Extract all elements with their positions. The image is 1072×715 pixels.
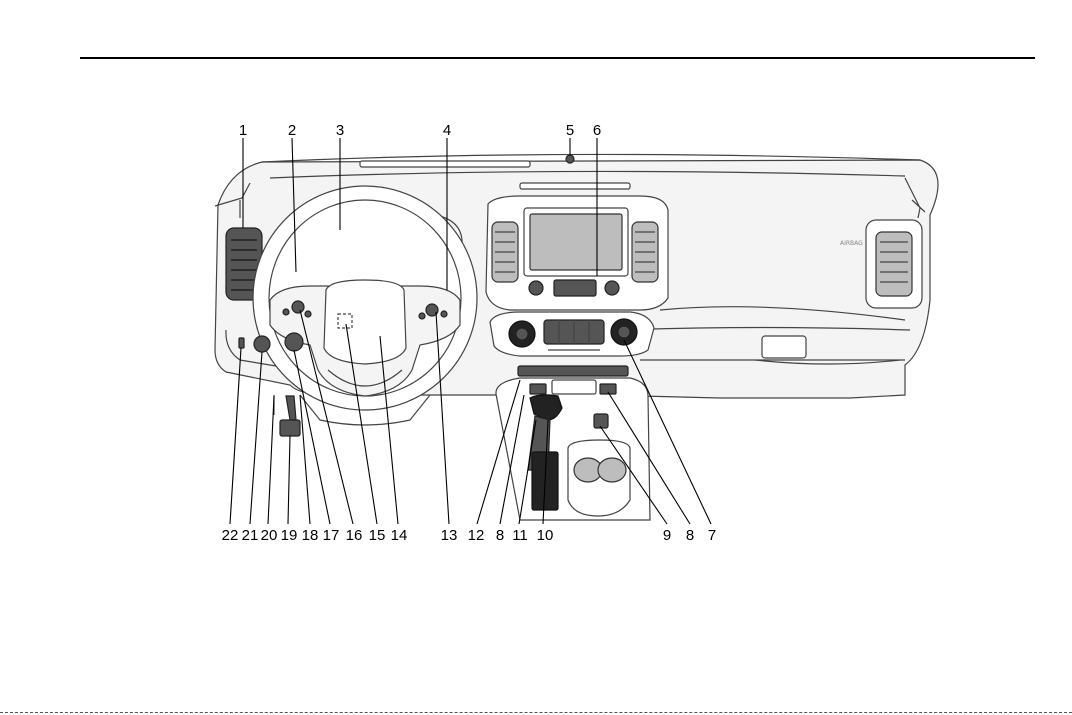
callout-8-left: 8 (496, 527, 504, 544)
callouts-top: 1 2 3 4 5 6 (239, 122, 601, 139)
center-console (496, 366, 650, 520)
callout-8-right: 8 (686, 527, 694, 544)
footer-rule (0, 712, 1072, 713)
callout-21: 21 (242, 527, 259, 544)
callout-7: 7 (708, 527, 716, 544)
callout-5: 5 (566, 122, 574, 139)
callout-16: 16 (346, 527, 363, 544)
callout-13: 13 (441, 527, 458, 544)
callout-6: 6 (593, 122, 601, 139)
callout-22: 22 (222, 527, 239, 544)
callout-19: 19 (281, 527, 298, 544)
light-sensor (566, 155, 574, 163)
center-stack (486, 196, 668, 356)
callout-18: 18 (302, 527, 319, 544)
right-air-vent (866, 220, 922, 308)
callout-2: 2 (288, 122, 296, 139)
callout-4: 4 (443, 122, 451, 139)
callout-14: 14 (391, 527, 408, 544)
callout-1: 1 (239, 122, 247, 139)
callout-17: 17 (323, 527, 340, 544)
steering-wheel (253, 186, 477, 410)
callout-10: 10 (537, 527, 554, 544)
callout-20: 20 (261, 527, 278, 544)
passenger-airbag-stamp: AIRBAG (840, 240, 863, 247)
callout-12: 12 (468, 527, 485, 544)
callout-9: 9 (663, 527, 671, 544)
callout-15: 15 (369, 527, 386, 544)
callouts-bottom: 22 21 20 19 18 17 16 15 14 13 12 8 11 10… (222, 527, 717, 544)
callout-11: 11 (512, 527, 528, 544)
callout-3: 3 (336, 122, 344, 139)
